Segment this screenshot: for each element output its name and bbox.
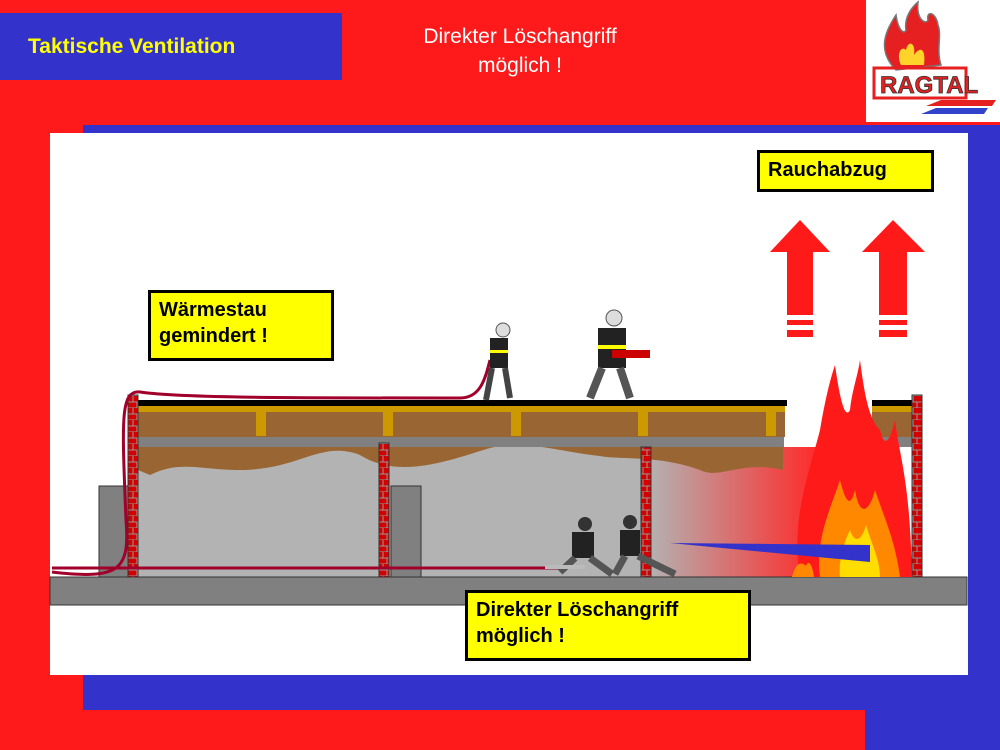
- wall-block: [390, 485, 422, 578]
- fire-hose: [51, 359, 492, 576]
- smoke-exhaust-arrow-icon: [862, 220, 925, 337]
- ragtal-logo: RAGTAL: [866, 0, 1000, 122]
- firefighter-roof-icon: [483, 322, 513, 401]
- smoke-exhaust-text: Rauchabzug: [768, 159, 887, 181]
- direct-attack-label: Direkter Löschangriff möglich !: [465, 590, 751, 661]
- firefighters-attack-icon: [545, 515, 677, 578]
- attack-label-line2: möglich !: [476, 625, 565, 647]
- ceiling-beam: [137, 437, 784, 447]
- brick-wall: [911, 394, 923, 578]
- smoke-exhaust-label: Rauchabzug: [757, 150, 934, 192]
- roof-structure: [137, 412, 785, 437]
- heat-buildup-layer: [138, 445, 783, 475]
- heat-label-line1: Wärmestau: [159, 299, 267, 321]
- heat-buildup-label: Wärmestau gemindert !: [148, 290, 334, 361]
- smoke-exhaust-arrow-icon: [770, 220, 830, 337]
- section-title: Taktische Ventilation: [0, 13, 342, 80]
- brick-wall: [127, 394, 139, 578]
- roof-surface: [137, 400, 787, 406]
- slide-title: Direkter Löschangriff möglich !: [370, 22, 670, 80]
- firefighter-chainsaw-icon: [586, 309, 650, 400]
- slide-title-line2: möglich !: [477, 54, 563, 77]
- water-jet: [670, 543, 870, 562]
- attack-label-line1: Direkter Löschangriff: [476, 599, 679, 621]
- brick-wall: [640, 446, 652, 578]
- brick-wall: [378, 442, 390, 578]
- heat-label-line2: gemindert !: [159, 325, 268, 347]
- slide-title-line1: Direkter Löschangriff: [423, 25, 617, 48]
- svg-text:RAGTAL: RAGTAL: [880, 72, 978, 99]
